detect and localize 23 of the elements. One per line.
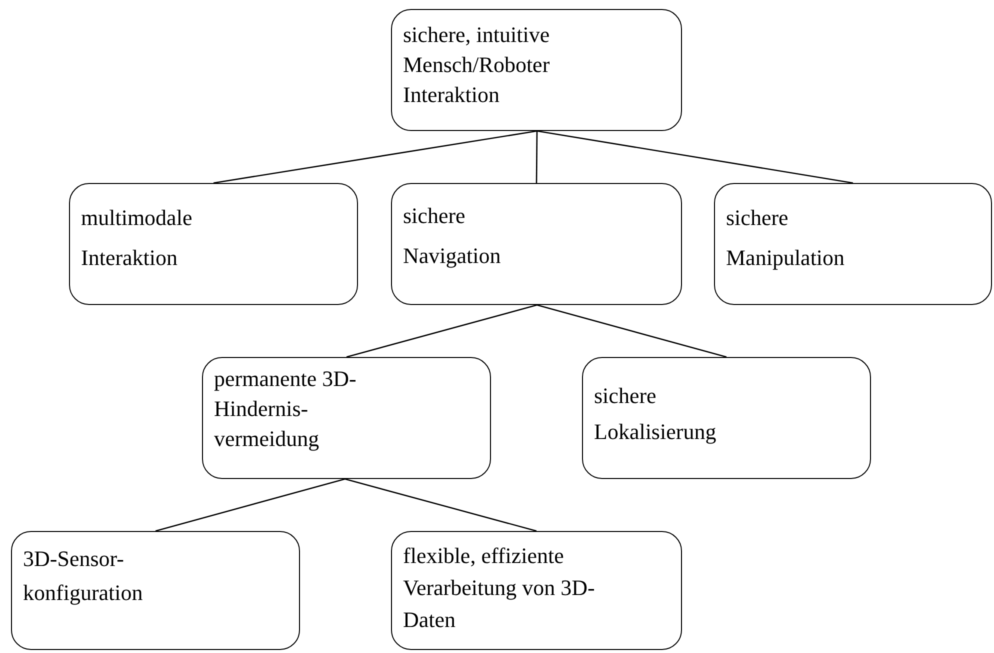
rounded-box — [391, 9, 682, 131]
box-label: flexible, effiziente Verarbeitung von 3D-Daten — [403, 542, 596, 634]
connector-line — [536, 304, 727, 358]
box-label: 3D-Sensor- konfiguration — [23, 545, 144, 607]
connector-line — [536, 130, 854, 184]
box-label: sichere Manipulation — [726, 204, 846, 272]
rounded-box — [11, 531, 300, 650]
box-label: sichere Navigation — [403, 202, 502, 270]
connector-line — [344, 478, 537, 532]
rounded-box — [714, 183, 992, 305]
box-label: sichere Lokalisierung — [594, 382, 718, 446]
rounded-box — [582, 357, 871, 479]
rounded-box — [202, 357, 491, 479]
connector-line — [536, 131, 538, 183]
connector-line — [155, 478, 346, 532]
rounded-box — [391, 183, 682, 305]
box-label: multimodale Interaktion — [81, 204, 194, 272]
connector-line — [213, 130, 538, 184]
box-label: sichere, intuitive Mensch/Roboter Interaktion — [403, 21, 551, 109]
rounded-box — [69, 183, 358, 305]
connector-line — [346, 304, 538, 358]
box-label: permanente 3D-Hindernis- vermeidung — [214, 365, 358, 453]
rounded-box — [391, 531, 682, 650]
